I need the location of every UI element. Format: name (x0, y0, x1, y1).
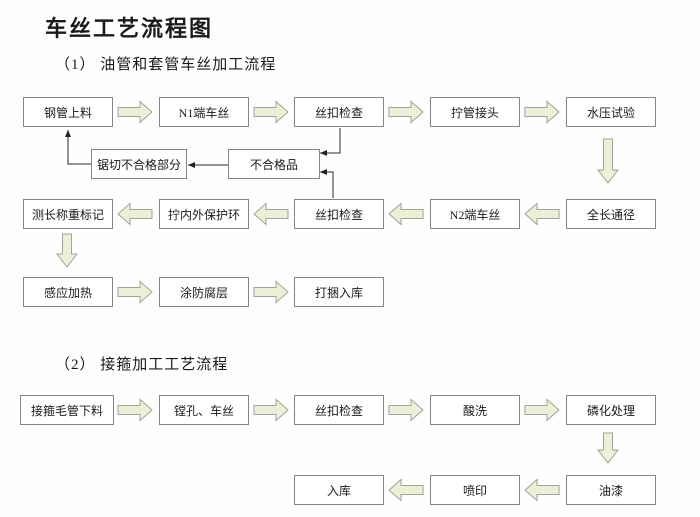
flow-arrow-left-icon (253, 202, 289, 226)
node-tighten-pipe-coupling: 拧管接头 (430, 97, 520, 127)
flow-arrow-left-icon (117, 202, 153, 226)
node-induction-heating: 感应加热 (23, 277, 113, 307)
node-pipe-loading: 钢管上料 (23, 97, 113, 127)
connector-threadcheck2-to-defective (320, 169, 334, 198)
node-storage: 入库 (294, 475, 384, 505)
node-n2-end-threading: N2端车丝 (430, 199, 520, 229)
flow-arrow-left-icon (388, 202, 424, 226)
flow-arrow-right-icon (253, 398, 289, 422)
node-measure-weigh-mark: 测长称重标记 (23, 199, 113, 229)
section2-heading: （2） 接箍加工工艺流程 (55, 357, 229, 373)
flow-arrow-right-icon (524, 100, 560, 124)
node-phosphating: 磷化处理 (566, 395, 656, 425)
node-pickling: 酸洗 (430, 395, 520, 425)
node-coupling-blank-feed: 接箍毛管下料 (20, 395, 114, 425)
flow-arrow-right-icon (253, 100, 289, 124)
flow-arrow-left-icon (524, 478, 560, 502)
node-paint: 油漆 (566, 475, 656, 505)
node-hydrostatic-test: 水压试验 (566, 97, 656, 127)
node-anticorrosive-coating: 涂防腐层 (159, 277, 249, 307)
flow-arrow-right-icon (388, 100, 424, 124)
connector-threadcheck1-to-defective (320, 128, 341, 156)
node-thread-check-3: 丝扣检查 (294, 395, 384, 425)
flow-arrow-down-icon (596, 138, 620, 184)
flow-arrow-left-icon (388, 478, 424, 502)
flow-arrow-down-icon (596, 432, 620, 464)
node-thread-check-2: 丝扣检查 (294, 199, 384, 229)
section1-heading: （1） 油管和套管车丝加工流程 (55, 57, 277, 73)
node-boring-and-threading: 镗孔、车丝 (159, 395, 249, 425)
node-screw-protector-rings: 拧内外保护环 (159, 199, 249, 229)
flow-arrow-right-icon (388, 398, 424, 422)
flow-arrow-right-icon (117, 280, 153, 304)
node-defective-product: 不合格品 (228, 149, 320, 179)
node-thread-check-1: 丝扣检查 (294, 97, 384, 127)
flow-arrow-right-icon (117, 398, 153, 422)
node-spray-print: 喷印 (430, 475, 520, 505)
flow-arrow-left-icon (524, 202, 560, 226)
flow-arrow-right-icon (253, 280, 289, 304)
flow-arrow-right-icon (524, 398, 560, 422)
node-saw-defective-part: 锯切不合格部分 (91, 149, 187, 179)
connector-saw-to-pipeloading (65, 130, 91, 165)
node-full-length-drift: 全长通径 (566, 199, 656, 229)
node-n1-end-threading: N1端车丝 (159, 97, 249, 127)
flow-arrow-right-icon (117, 100, 153, 124)
node-bundle-and-storage: 打捆入库 (294, 277, 384, 307)
flow-arrow-down-icon (55, 233, 79, 268)
page-title: 车丝工艺流程图 (45, 16, 214, 41)
